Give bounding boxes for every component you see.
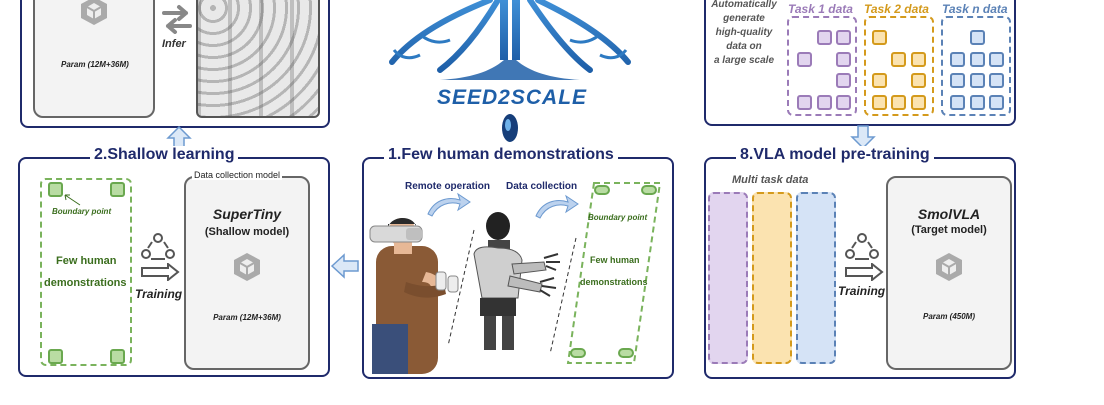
taskn-column: [941, 16, 1011, 116]
boundary-point-label: Boundary point: [588, 213, 648, 222]
note-line: Automatically: [711, 0, 777, 10]
taskn-label: Task n data: [940, 2, 1010, 16]
data-square: [970, 73, 985, 88]
task1-column: [787, 16, 857, 116]
task2-label: Task 2 data: [862, 2, 931, 16]
data-square: [872, 95, 887, 110]
data-square: [950, 52, 965, 67]
top-model-box: Param (12M+36M): [33, 0, 155, 118]
curved-arrow-icon: [535, 194, 579, 219]
tree-logo-icon: [389, 0, 631, 142]
boundary-point-marker: [594, 185, 610, 195]
data-square: [950, 73, 965, 88]
boundary-point-marker: [110, 182, 125, 197]
remote-operation-label: Remote operation: [405, 181, 491, 192]
data-collection-label: Data collection: [506, 181, 578, 192]
supertiny-sub: (Shallow model): [204, 226, 290, 238]
task1-label: Task 1 data: [786, 2, 855, 16]
task2-column: [864, 16, 934, 116]
task-column-orange: [752, 192, 792, 364]
data-square: [836, 95, 851, 110]
data-square: [950, 95, 965, 110]
data-square: [891, 52, 906, 67]
data-square: [911, 73, 926, 88]
boundary-point-marker: [110, 349, 125, 364]
demo-label-line2: demonstrations: [44, 277, 127, 289]
smolvla-model-box: SmolVLA (Target model) Param (450M): [886, 176, 1012, 370]
task-column-blue: [796, 192, 836, 364]
data-square: [817, 95, 832, 110]
pointer-arrow-icon: [64, 194, 81, 206]
data-square: [911, 52, 926, 67]
task-column-purple: [708, 192, 748, 364]
supertiny-name: SuperTiny: [212, 206, 282, 222]
boundary-point-label: Boundary point: [52, 207, 112, 216]
curved-arrow-icon: [427, 192, 471, 217]
multi-task-label: Multi task data: [732, 174, 809, 186]
boundary-point-marker: [570, 348, 586, 358]
auto-generate-note: Automatically generate high-quality data…: [704, 0, 784, 68]
demo-label-line2: demonstrations: [580, 277, 648, 287]
cube-icon: [936, 253, 962, 281]
data-square: [872, 30, 887, 45]
data-square: [836, 30, 851, 45]
smolvla-name: SmolVLA: [917, 206, 981, 222]
arrow-down-icon: [850, 125, 876, 150]
note-line: generate: [723, 13, 765, 24]
arrow-right-icon: [141, 263, 180, 281]
demo-parallelogram-region: [566, 182, 662, 364]
training-cycle-icon: [845, 233, 879, 260]
data-square: [989, 73, 1004, 88]
note-line: data on: [726, 41, 762, 52]
human-operator-illustration: [369, 217, 459, 374]
training-cycle-icon: [141, 233, 175, 260]
cube-icon: [234, 253, 260, 281]
data-square: [797, 52, 812, 67]
smolvla-param: Param (450M): [922, 312, 976, 321]
supertiny-param: Param (12M+36M): [213, 313, 281, 322]
data-square: [989, 52, 1004, 67]
top-model-param: Param (12M+36M): [61, 60, 129, 69]
robot-photo-grid: [196, 0, 320, 118]
demo-label-line1: Few human: [56, 255, 117, 267]
infer-label: Infer: [162, 38, 186, 50]
model-caption: Data collection model: [192, 170, 283, 180]
data-square: [817, 30, 832, 45]
training-label: Training: [135, 287, 183, 301]
boundary-point-marker: [48, 182, 63, 197]
demo-label-line1: Few human: [590, 255, 640, 265]
logo-text: SEED2SCALE: [437, 86, 588, 109]
shallow-learning-title: 2.Shallow learning: [90, 146, 239, 164]
data-square: [970, 52, 985, 67]
demo-region: [40, 178, 132, 366]
note-line: a large scale: [713, 55, 775, 66]
data-square: [891, 95, 906, 110]
few-demos-title: 1.Few human demonstrations: [384, 146, 618, 164]
data-square: [970, 30, 985, 45]
humanoid-robot-illustration: [473, 212, 560, 350]
swap-arrows-icon: [162, 5, 192, 34]
boundary-point-marker: [641, 185, 657, 195]
data-square: [911, 95, 926, 110]
note-line: high-quality: [715, 27, 773, 38]
supertiny-model-box: SuperTiny (Shallow model) Param (12M+36M…: [184, 176, 310, 370]
vla-pretraining-title: 8.VLA model pre-training: [736, 146, 934, 164]
data-square: [836, 73, 851, 88]
arrow-right-icon: [845, 263, 884, 281]
smolvla-sub: (Target model): [911, 224, 987, 236]
divider-dashed-line: [549, 237, 577, 355]
boundary-point-marker: [618, 348, 634, 358]
divider-dashed-line: [447, 229, 475, 347]
cube-icon: [81, 0, 107, 25]
data-square: [836, 52, 851, 67]
data-square: [989, 95, 1004, 110]
training-label: Training: [838, 284, 886, 298]
data-square: [872, 73, 887, 88]
data-square: [970, 95, 985, 110]
data-square: [797, 95, 812, 110]
boundary-point-marker: [48, 349, 63, 364]
arrow-left-icon: [330, 253, 359, 279]
